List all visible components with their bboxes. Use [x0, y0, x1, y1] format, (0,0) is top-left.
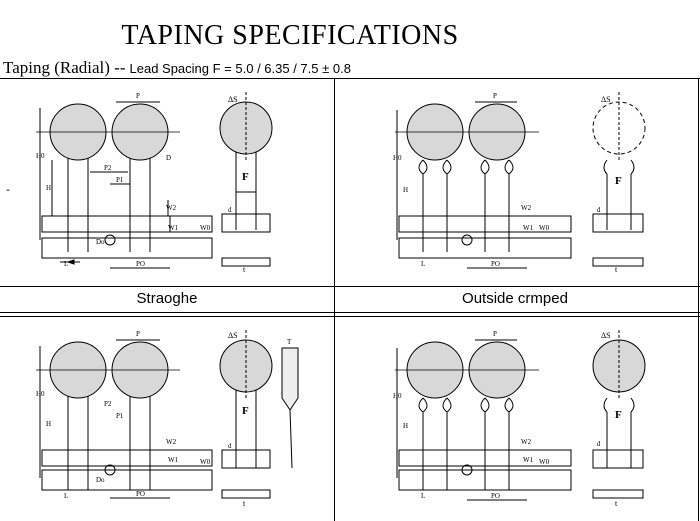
dim-W1: W1 — [523, 224, 534, 232]
carrier-tape — [41, 449, 213, 467]
side-tape — [592, 213, 644, 233]
crimp-loop — [418, 397, 428, 413]
dim-delta-s: ΔS — [601, 331, 611, 340]
dim-W1: W1 — [168, 456, 179, 464]
dim-delta-s: ΔS — [601, 95, 611, 104]
dim-P: P — [136, 330, 140, 338]
dim-H: H — [403, 422, 408, 430]
thickness-profile — [281, 347, 299, 411]
dim-P: P — [136, 92, 140, 100]
dim-t: t — [243, 265, 246, 274]
dim-W2: W2 — [521, 438, 532, 446]
hold-down-tape — [398, 237, 572, 259]
dim-W2: W2 — [166, 438, 177, 446]
grid-center-divider — [334, 78, 335, 521]
dim-P0: PO — [136, 260, 145, 268]
crimp-loop — [442, 159, 452, 175]
dim-W0: W0 — [200, 458, 211, 466]
dim-L: L — [64, 492, 68, 500]
diagram-outside-crimped-2: H0 H P PO W2 W1 W0 L F ΔS d t — [393, 330, 646, 508]
dim-P0: PO — [491, 492, 500, 500]
dim-W2: W2 — [521, 204, 532, 212]
page-title: TAPING SPECIFICATIONS — [121, 20, 459, 51]
grid-caption-top — [0, 286, 700, 287]
caption-outside-crimped: Outside crmped — [462, 290, 568, 307]
dim-D0: Do — [96, 238, 105, 246]
dim-F: F — [242, 171, 249, 183]
dim-L: L — [421, 260, 425, 268]
dim-F: F — [615, 175, 622, 187]
diagram-straight-lead: H0 H P P2 P1 PO Do D W2 W1 W0 L F ΔS d t — [36, 92, 273, 274]
dim-P2: P2 — [104, 164, 112, 172]
dim-H0: H0 — [393, 392, 402, 400]
dim-D0: Do — [96, 476, 105, 484]
grid-right-border — [698, 78, 699, 521]
dim-P: P — [493, 92, 497, 100]
grid-row2-top — [0, 316, 700, 317]
dim-W0: W0 — [539, 458, 550, 466]
side-tape — [592, 449, 644, 469]
crimp-loop — [504, 159, 514, 175]
side-tape — [221, 213, 271, 233]
margin-dash: - — [6, 182, 10, 196]
dim-W1: W1 — [523, 456, 534, 464]
dim-P1: P1 — [116, 176, 124, 184]
crimp-loop — [418, 159, 428, 175]
carrier-tape — [398, 215, 572, 233]
dim-H0: H0 — [393, 154, 402, 162]
hold-down-tape — [398, 469, 572, 491]
grid-top-border — [0, 78, 700, 79]
dim-P0: PO — [136, 490, 145, 498]
dim-T: T — [287, 338, 292, 346]
dim-t: t — [615, 499, 618, 508]
grid-caption-bottom — [0, 312, 700, 313]
diagram-outside-crimped: H0 H P PO W2 W1 W0 L F ΔS d t — [393, 92, 646, 274]
dim-H0: H0 — [36, 152, 45, 160]
carrier-tape — [398, 449, 572, 467]
subtitle-spec: Lead Spacing F = 5.0 / 6.35 / 7.5 ± 0.8 — [129, 61, 351, 76]
crimp-loop — [480, 397, 490, 413]
dim-W0: W0 — [539, 224, 550, 232]
dim-L: L — [64, 260, 68, 268]
dim-P0: PO — [491, 260, 500, 268]
dim-P: P — [493, 330, 497, 338]
sprocket-hole — [461, 234, 473, 246]
dim-F: F — [242, 405, 249, 417]
dim-W0: W0 — [200, 224, 211, 232]
sprocket-hole — [104, 234, 116, 246]
dim-delta-s: ΔS — [228, 331, 238, 340]
side-tape — [221, 449, 271, 469]
hold-down-tape — [41, 237, 213, 259]
dim-t: t — [615, 265, 618, 274]
dim-d: d — [597, 440, 601, 448]
crimp-loop — [442, 397, 452, 413]
dim-H: H — [46, 420, 51, 428]
dim-P1: P1 — [116, 412, 124, 420]
dim-P2: P2 — [104, 400, 112, 408]
dim-D: D — [166, 154, 171, 162]
dim-d: d — [228, 206, 232, 214]
caption-straight: Straoghe — [136, 290, 198, 307]
diagram-straight-lead-thickness: H0 H P P2 P1 PO Do W2 W1 W0 L F ΔS d t T — [36, 330, 299, 508]
dim-W1: W1 — [168, 224, 179, 232]
dim-W2: W2 — [166, 204, 177, 212]
sprocket-hole — [461, 464, 473, 476]
page-subtitle: Taping (Radial) -- Lead Spacing F = 5.0 … — [3, 58, 351, 78]
dim-F: F — [615, 409, 622, 421]
dim-d: d — [228, 442, 232, 450]
dim-H0: H0 — [36, 390, 45, 398]
sprocket-hole — [104, 464, 116, 476]
dim-t: t — [243, 499, 246, 508]
subtitle-lead: Taping (Radial) -- — [3, 58, 126, 77]
dim-d: d — [597, 206, 601, 214]
crimp-loop — [504, 397, 514, 413]
dim-delta-s: ΔS — [228, 95, 238, 104]
dim-H: H — [46, 184, 51, 192]
dim-L: L — [421, 492, 425, 500]
dim-H: H — [403, 186, 408, 194]
hold-down-tape — [41, 469, 213, 491]
crimp-loop — [480, 159, 490, 175]
